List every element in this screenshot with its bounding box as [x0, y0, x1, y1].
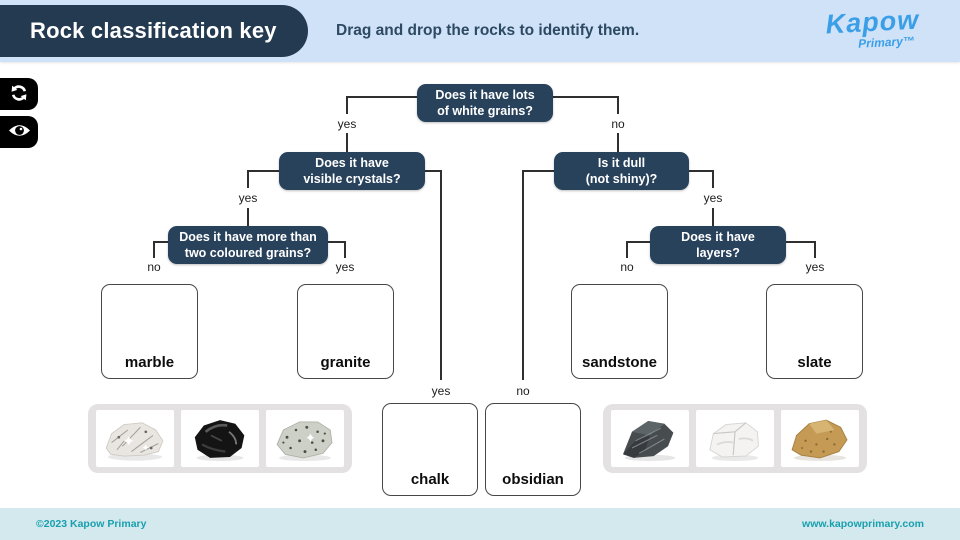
eye-icon — [8, 122, 31, 142]
rock-tray-right — [603, 404, 867, 473]
sandy-brown-rock-image — [791, 419, 848, 461]
branch-label-yes: yes — [335, 117, 359, 131]
website-text: www.kapowprimary.com — [802, 518, 924, 530]
rock-card-speckled-grey-rock[interactable] — [266, 410, 344, 467]
question-node-coloured-grains: Does it have more than two coloured grai… — [168, 226, 328, 264]
connector-line — [689, 170, 713, 172]
connector-line — [627, 241, 650, 243]
connector-line — [154, 241, 168, 243]
connector-line — [617, 133, 619, 152]
speckled-grey-rock-image — [276, 420, 333, 461]
connector-line — [712, 170, 714, 188]
rock-card-sandy-brown-rock[interactable] — [781, 410, 859, 467]
drop-zone-label: granite — [320, 354, 371, 371]
connector-line — [247, 208, 249, 226]
question-node-visible-crystals: Does it have visible crystals? — [279, 152, 425, 190]
branch-label-yes: yes — [236, 191, 260, 205]
connector-line — [814, 241, 816, 258]
branch-label-no: no — [609, 117, 627, 131]
drop-zone-marble[interactable]: marble — [101, 284, 198, 379]
branch-label-no: no — [618, 260, 636, 274]
drop-zone-slate[interactable]: slate — [766, 284, 863, 379]
connector-line — [553, 96, 618, 98]
reset-button[interactable] — [0, 78, 38, 110]
rock-card-white-chalky-rock[interactable] — [696, 410, 774, 467]
connector-line — [425, 170, 441, 172]
connector-line — [712, 208, 714, 226]
connector-line — [522, 170, 524, 380]
drop-zone-label: chalk — [410, 471, 450, 488]
white-chalky-rock-image — [709, 421, 759, 461]
question-node-dull: Is it dull (not shiny)? — [554, 152, 689, 190]
reveal-answers-button[interactable] — [0, 116, 38, 148]
connector-line — [247, 170, 249, 188]
drop-zone-obsidian[interactable]: obsidian — [485, 403, 581, 496]
drop-zone-chalk[interactable]: chalk — [382, 403, 478, 496]
rock-tray-left — [88, 404, 352, 473]
copyright-text: ©2023 Kapow Primary — [36, 518, 147, 530]
page-title: Rock classification key — [0, 5, 308, 57]
header-bar: Rock classification key Drag and drop th… — [0, 0, 960, 62]
dark-layered-rock-image — [623, 420, 676, 461]
drop-zone-sandstone[interactable]: sandstone — [571, 284, 668, 379]
rock-card-white-veined-rock[interactable] — [96, 410, 174, 467]
connector-line — [440, 170, 442, 380]
connector-line — [346, 133, 348, 152]
logo-sub-text: Primary™ — [858, 33, 916, 51]
branch-label-no: no — [514, 384, 532, 398]
connector-line — [344, 241, 346, 258]
branch-label-no: no — [145, 260, 163, 274]
kapow-logo: Kapow Primary™ — [825, 5, 921, 52]
connector-line — [328, 241, 345, 243]
question-node-white-grains: Does it have lots of white grains? — [417, 84, 553, 122]
drop-zone-label: slate — [797, 354, 832, 371]
connector-line — [523, 170, 554, 172]
connector-line — [786, 241, 815, 243]
footer-bar: ©2023 Kapow Primary www.kapowprimary.com — [0, 508, 960, 540]
connector-line — [346, 96, 348, 114]
branch-label-yes: yes — [803, 260, 827, 274]
drop-zone-granite[interactable]: granite — [297, 284, 394, 379]
drop-zone-label: sandstone — [581, 354, 657, 371]
branch-label-yes: yes — [701, 191, 725, 205]
connector-line — [626, 241, 628, 258]
instruction-text: Drag and drop the rocks to identify them… — [336, 22, 640, 39]
refresh-icon — [9, 83, 29, 106]
drop-zone-label: obsidian — [502, 471, 564, 488]
white-veined-rock-image — [105, 421, 164, 461]
rock-card-black-glossy-rock[interactable] — [181, 410, 259, 467]
drop-zone-label: marble — [124, 354, 175, 371]
black-glossy-rock-image — [194, 419, 245, 461]
connector-line — [153, 241, 155, 258]
rock-card-dark-layered-rock[interactable] — [611, 410, 689, 467]
question-node-layers: Does it have layers? — [650, 226, 786, 264]
branch-label-yes: yes — [333, 260, 357, 274]
connector-line — [617, 96, 619, 114]
connector-line — [347, 96, 417, 98]
connector-line — [248, 170, 279, 172]
branch-label-yes: yes — [429, 384, 453, 398]
